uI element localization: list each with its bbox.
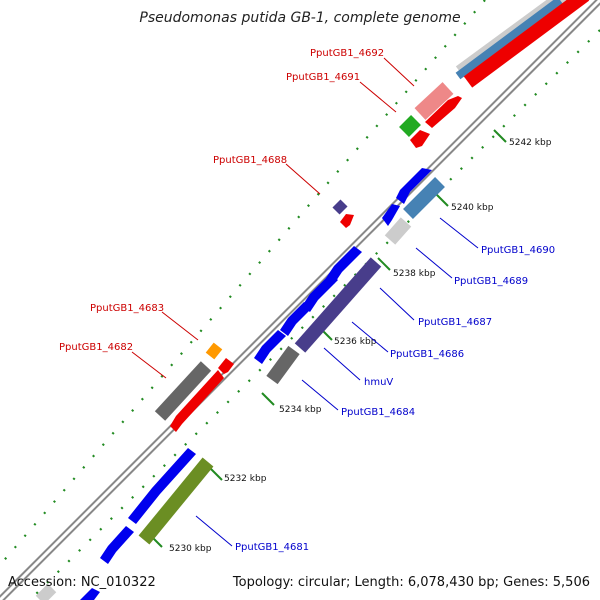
feature-gene-4692 (414, 82, 454, 120)
tick-mark-5242 (493, 129, 507, 143)
feature-cds-4687 (326, 246, 362, 284)
leader-line-4681 (195, 515, 233, 547)
feature-cds-4686-a (302, 274, 338, 312)
feature-cds-4690-a (396, 168, 432, 204)
feature-cds-edge (80, 588, 100, 600)
tick-mark-5234 (261, 392, 275, 406)
gene-label-4688[interactable]: PputGB1_4688 (213, 155, 287, 166)
feature-cds-4691-b (410, 130, 430, 148)
feature-gene-edge (35, 583, 57, 600)
feature-cds-4681-a (128, 448, 196, 524)
tick-mark-5240 (435, 193, 449, 207)
gene-labels: PputGB1_4692 PputGB1_4691 PputGB1_4688 P… (59, 48, 555, 553)
gene-label-4686[interactable]: PputGB1_4686 (390, 349, 464, 360)
tick-label: 5236 kbp (334, 337, 377, 347)
tick-label: 5238 kbp (393, 269, 436, 279)
gene-label-4683[interactable]: PputGB1_4683 (90, 303, 164, 314)
feature-gene-4683 (205, 342, 223, 360)
feature-gene-hmuV (294, 257, 382, 353)
leader-line-hmuV (323, 347, 361, 381)
map-title: Pseudomonas putida GB-1, complete genome (139, 10, 460, 26)
feature-cds-reverse (463, 0, 590, 88)
leader-lines (131, 57, 479, 547)
genome-summary-text: Topology: circular; Length: 6,078,430 bp… (232, 575, 590, 590)
feature-rrna (399, 115, 421, 137)
tick-labels: 5230 kbp 5232 kbp 5234 kbp 5236 kbp 5238… (169, 138, 552, 554)
gene-label-4687[interactable]: PputGB1_4687 (418, 317, 492, 328)
feature-gene-4688-a (332, 199, 348, 215)
feature-gene-4682 (154, 361, 212, 421)
tick-label: 5242 kbp (509, 138, 552, 148)
tick-label: 5230 kbp (169, 544, 212, 554)
feature-cds-4683 (218, 358, 234, 374)
gene-label-4681[interactable]: PputGB1_4681 (235, 542, 309, 553)
feature-gene (455, 0, 563, 80)
feature-gene-4689 (384, 217, 412, 245)
gene-label-hmuV[interactable]: hmuV (364, 377, 393, 388)
gene-label-4692[interactable]: PputGB1_4692 (310, 48, 384, 59)
tick-label: 5232 kbp (224, 474, 267, 484)
feature-gene-4684 (266, 345, 300, 385)
gene-label-4682[interactable]: PputGB1_4682 (59, 342, 133, 353)
gene-label-4690[interactable]: PputGB1_4690 (481, 245, 555, 256)
gene-label-4684[interactable]: PputGB1_4684 (341, 407, 415, 418)
leader-line-4689 (415, 247, 453, 279)
feature-cds-4681-b (100, 526, 134, 564)
gene-label-4691[interactable]: PputGB1_4691 (286, 72, 360, 83)
leader-line-4692 (383, 57, 415, 87)
accession-text: Accession: NC_010322 (8, 575, 156, 590)
feature-cds-4689 (382, 204, 400, 226)
feature-cds-4691-a (425, 96, 462, 128)
leader-line-4690 (439, 217, 479, 249)
leader-line-4691 (359, 81, 397, 113)
leader-line-4687 (379, 287, 415, 321)
feature-cds-4688 (340, 214, 354, 228)
feature-cds-4684 (254, 330, 286, 364)
feature-cds-4686-b (280, 302, 312, 336)
leader-line-4688 (285, 163, 321, 195)
tick-label: 5234 kbp (279, 405, 322, 415)
tick-mark-5238 (377, 257, 391, 271)
gene-features (35, 0, 590, 600)
feature-cds-4682 (170, 370, 224, 432)
feature-gene-4690 (403, 177, 445, 219)
leader-line-4684 (301, 379, 339, 411)
leader-line-4682 (131, 351, 167, 379)
gene-label-4689[interactable]: PputGB1_4689 (454, 276, 528, 287)
leader-line-4686 (351, 321, 389, 353)
tick-marks (148, 129, 507, 548)
tick-label: 5240 kbp (451, 203, 494, 213)
tick-mark-5232 (209, 467, 223, 481)
feature-gene-4681 (138, 457, 214, 545)
guide-line-outer (29, 29, 600, 600)
leader-line-4683 (161, 311, 199, 341)
